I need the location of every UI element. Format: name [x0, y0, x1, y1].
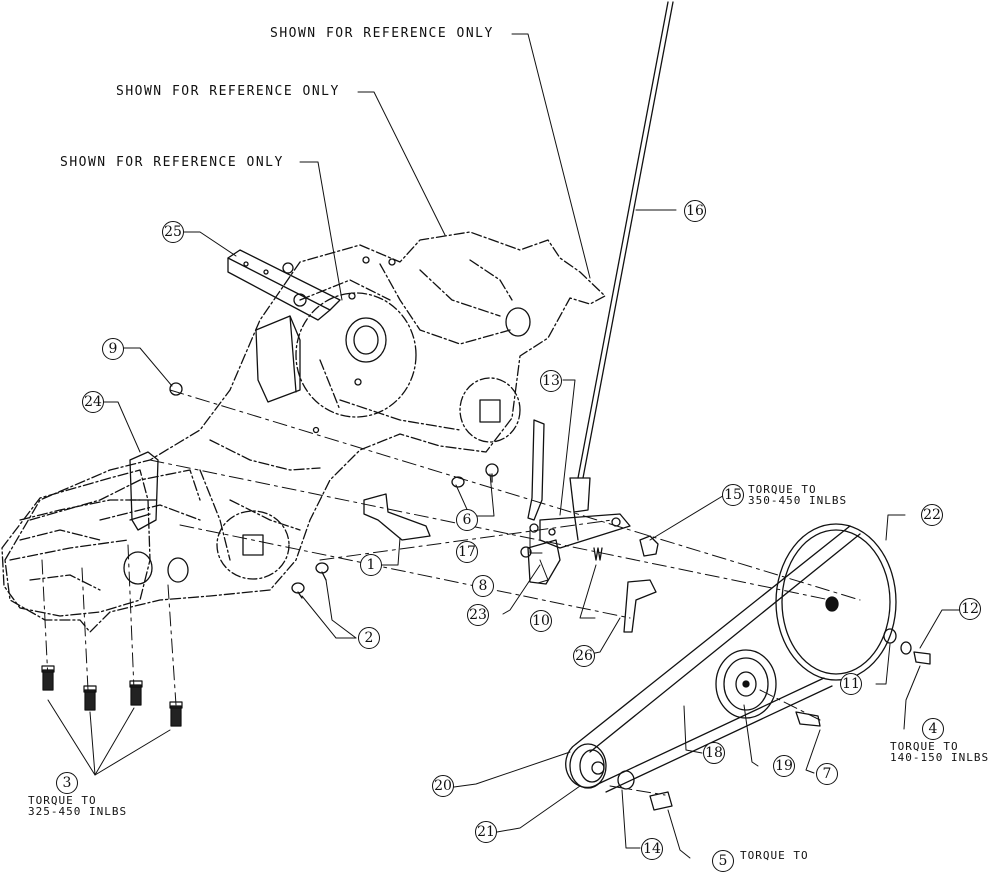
- callout-24: 24: [82, 391, 104, 413]
- callout-23: 23: [467, 604, 489, 626]
- bracket-part-1: [363, 493, 431, 541]
- nut-part-8: [520, 546, 532, 558]
- callout-3: 3: [56, 772, 78, 794]
- bracket-24: [129, 451, 159, 531]
- callout-8: 8: [472, 575, 494, 597]
- callout-25: 25: [162, 221, 184, 243]
- callout-15: 15: [722, 484, 744, 506]
- reference-note: SHOWN FOR REFERENCE ONLY: [270, 26, 494, 41]
- gearbox-housing: [4, 231, 606, 633]
- callout-12: 12: [959, 598, 981, 620]
- upper-bracket: [255, 315, 301, 403]
- callout-11: 11: [840, 673, 862, 695]
- bolt-part-7: [795, 711, 821, 727]
- plate-part-23: [527, 539, 561, 585]
- callout-6: 6: [456, 509, 478, 531]
- belt-part-18: [565, 525, 861, 793]
- callout-20: 20: [432, 775, 454, 797]
- reference-note: SHOWN FOR REFERENCE ONLY: [60, 155, 284, 170]
- tine-shaft: [227, 249, 341, 321]
- pulley-part-19: [715, 649, 777, 719]
- idler-arm: [527, 419, 631, 549]
- nut-part-15: [639, 535, 659, 557]
- bearing-bosses: [123, 256, 531, 585]
- spring-part-10: [593, 547, 603, 561]
- callout-7: 7: [816, 763, 838, 785]
- nut-part-9: [169, 382, 183, 396]
- washer-part-14: [617, 770, 635, 790]
- screws-part-6: [451, 463, 499, 488]
- control-cable: [569, 1, 674, 541]
- callout-16: 16: [684, 200, 706, 222]
- callout-13: 13: [540, 370, 562, 392]
- callout-17: 17: [456, 541, 478, 563]
- belt-guide-part-26: [623, 579, 657, 633]
- left-housing: [1, 469, 151, 617]
- callout-4: 4: [922, 718, 944, 740]
- callout-2: 2: [358, 627, 380, 649]
- callout-10: 10: [530, 610, 552, 632]
- callout-18: 18: [703, 742, 725, 764]
- pulley-part-22: [775, 523, 897, 681]
- reference-note: SHOWN FOR REFERENCE ONLY: [116, 84, 340, 99]
- callout-21: 21: [475, 821, 497, 843]
- callout-22: 22: [921, 504, 943, 526]
- callout-5: 5: [712, 850, 734, 872]
- bolt-part-4: [913, 651, 931, 665]
- washer-part-12: [900, 641, 912, 655]
- pulley-part-20-21: [569, 743, 607, 789]
- callout-1: 1: [360, 554, 382, 576]
- callout-26: 26: [573, 645, 595, 667]
- part-17: [529, 523, 539, 533]
- washer-part-11: [883, 628, 897, 644]
- callout-19: 19: [773, 755, 795, 777]
- screws-part-2: [291, 562, 329, 599]
- torque-note-part-5: TORQUE TO: [740, 849, 809, 862]
- bolts-part-3: [41, 665, 183, 727]
- callout-9: 9: [102, 338, 124, 360]
- bolt-part-5: [649, 791, 673, 811]
- callout-14: 14: [641, 838, 663, 860]
